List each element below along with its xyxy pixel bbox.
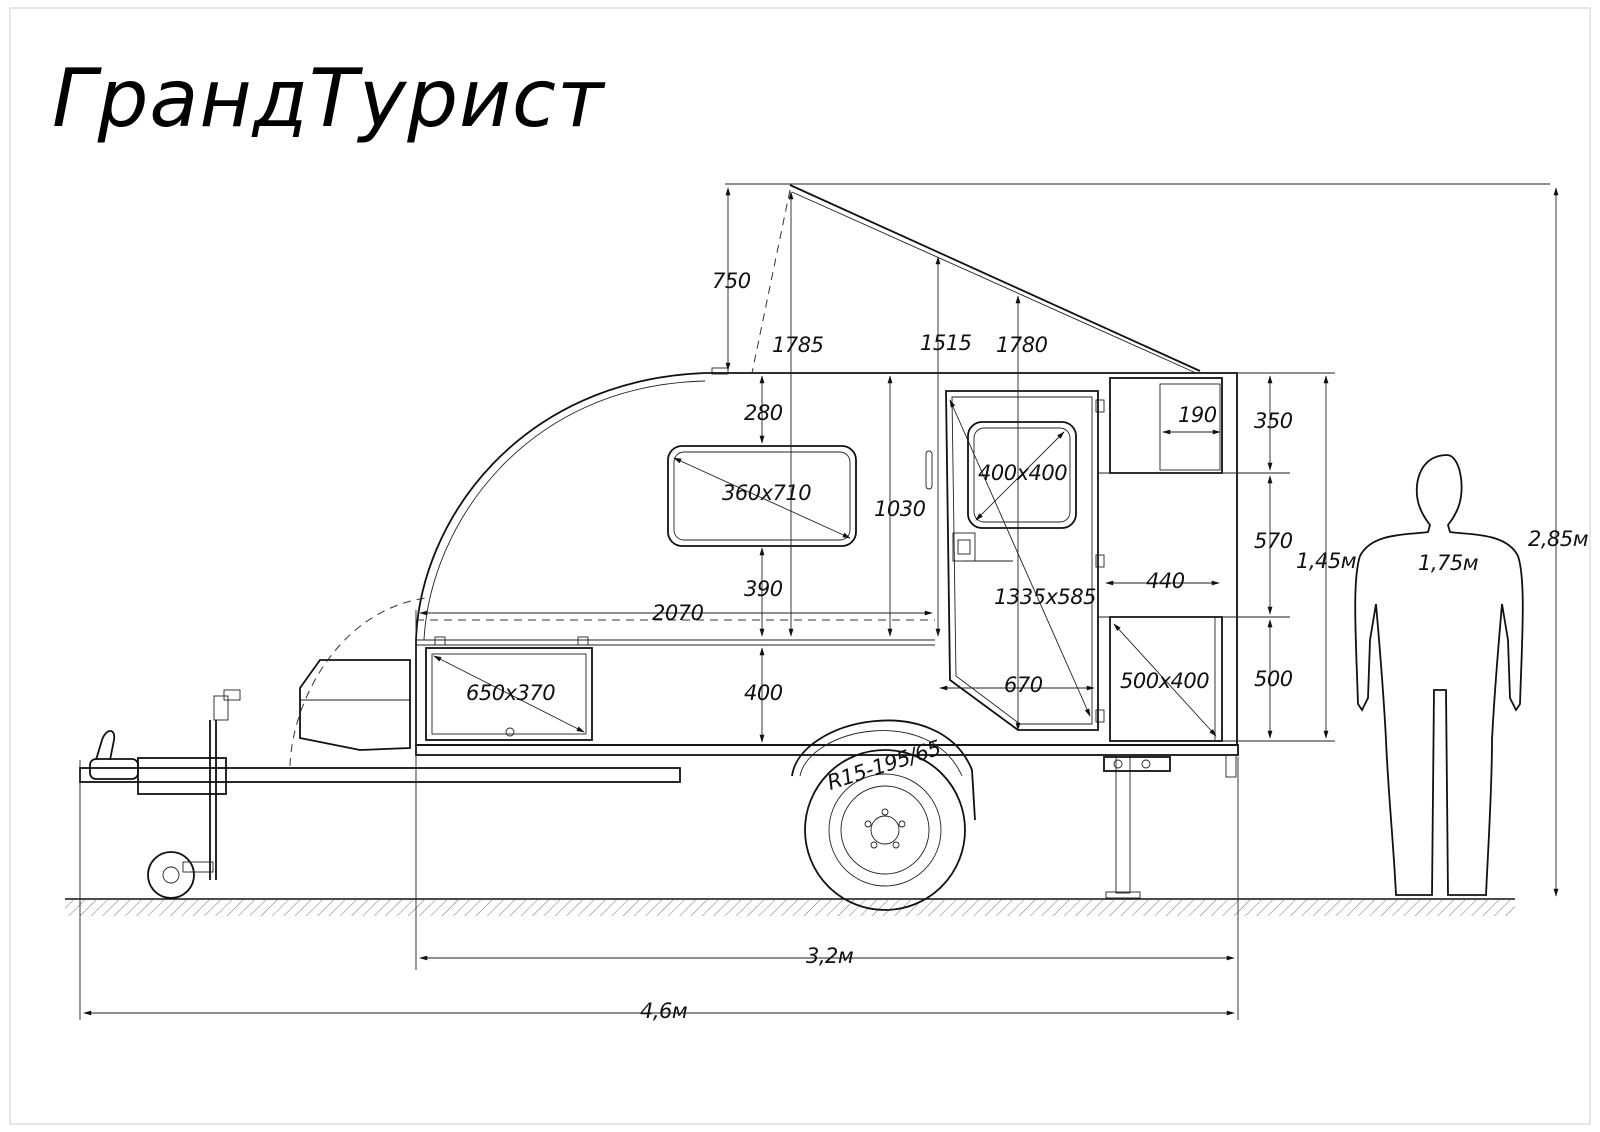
dim-rear-upper: 350 [1254, 409, 1293, 433]
dim-overall-length: 4,6м [640, 999, 688, 1023]
dim-door-window-size: 400x400 [978, 461, 1067, 485]
dim-rear-shelf-width: 440 [1146, 569, 1185, 593]
lifting-roof [711, 184, 1201, 375]
dim-window-lower-gap: 390 [744, 577, 783, 601]
wheel: R15-195/65 [791, 719, 976, 911]
dimension-lines [79, 183, 1559, 1020]
drawbar [79, 597, 681, 899]
person-silhouette [1354, 454, 1524, 896]
dim-mid-height: 1515 [920, 331, 972, 355]
dim-overall-height: 2,85м [1528, 527, 1589, 551]
dim-door-height: 1780 [996, 333, 1048, 357]
dim-rear-locker-size: 500x400 [1120, 669, 1209, 693]
dim-rear-shelf-depth: 190 [1178, 403, 1217, 427]
dim-front-height: 1785 [772, 333, 824, 357]
dim-door-width: 670 [1004, 673, 1043, 697]
dim-interior-length: 2070 [652, 601, 704, 625]
dim-floor-height: 400 [744, 681, 783, 705]
dim-hatch-size: 650x370 [466, 681, 555, 705]
dim-person-height: 1,75м [1418, 551, 1479, 575]
dim-body-height: 1030 [874, 497, 926, 521]
sheet-border [9, 7, 1591, 1125]
rear-support [1103, 754, 1237, 899]
dim-body-length: 3,2м [806, 944, 854, 968]
dim-door-size: 1335x585 [994, 585, 1096, 609]
dim-rear-middle: 570 [1254, 529, 1293, 553]
dim-roof-lift: 750 [712, 269, 751, 293]
dimension-labels: 750 1785 1515 1780 280 1030 360x710 400x… [466, 269, 1589, 1023]
ground-line [65, 898, 1515, 916]
drawing-title: ГрандТурист [52, 52, 606, 145]
dim-rear-lower: 500 [1254, 667, 1293, 691]
front-hatch [425, 636, 593, 741]
dim-window-size: 360x710 [722, 481, 811, 505]
dim-total-body-height: 1,45м [1296, 549, 1357, 573]
dim-top-gap: 280 [744, 401, 783, 425]
